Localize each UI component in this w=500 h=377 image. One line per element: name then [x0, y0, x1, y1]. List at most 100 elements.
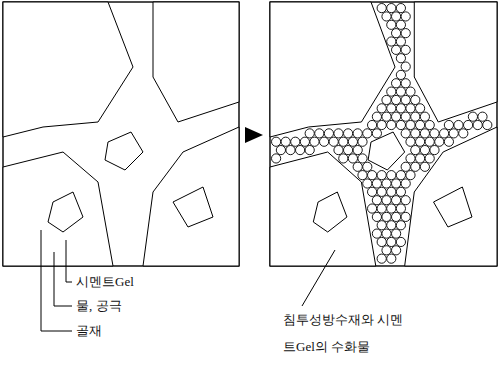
transition-arrow [245, 127, 263, 143]
hydrate-particle [392, 79, 401, 88]
hydrate-particle [377, 221, 386, 230]
aggregate-outline [143, 127, 239, 266]
aggregate-outline [414, 2, 497, 122]
hydrate-particle [392, 12, 401, 21]
hydrate-particle [406, 154, 415, 163]
hydrate-particle [483, 120, 492, 129]
hydrate-particle [401, 62, 410, 71]
hydrate-particle [368, 204, 377, 213]
concrete-before [3, 2, 239, 266]
aggregate-outline [270, 2, 395, 137]
hydrate-particle [420, 129, 429, 138]
hydrate-particle [348, 154, 357, 163]
hydrate-particle [406, 171, 415, 180]
leader-line [66, 240, 72, 282]
hydrate-particle [430, 145, 439, 154]
hydrate-particle [440, 129, 449, 138]
aggregate-outline [313, 192, 347, 232]
hydrate-particle [387, 204, 396, 213]
hydrate-particle [416, 104, 425, 113]
hydrate-particle [401, 12, 410, 21]
hydrate-particle [478, 112, 487, 121]
hydrate-particle [464, 120, 473, 129]
part-label: 시멘트Gel [76, 274, 134, 290]
hydrate-particle [348, 137, 357, 146]
hydrate-particle [339, 154, 348, 163]
hydrate-particle [363, 162, 372, 171]
hydrate-particle [416, 137, 425, 146]
hydrate-particle [387, 87, 396, 96]
hydrate-particle [272, 154, 281, 163]
part-label: 골재 [76, 323, 102, 339]
hydrate-particle [430, 129, 439, 138]
hydrate-particle [396, 120, 405, 129]
hydrate-particle [377, 237, 386, 246]
hydrate-particle [473, 120, 482, 129]
hydrate-particle [358, 154, 367, 163]
part-label: 침투성방수재와 시멘트Gel의 수화물 [283, 306, 408, 360]
aggregate-outline [153, 2, 239, 122]
hydrate-particle [425, 120, 434, 129]
hydrate-particle [396, 204, 405, 213]
hydrate-particle [406, 87, 415, 96]
part-label: 물, 공극 [76, 298, 122, 314]
hydrate-particle [334, 129, 343, 138]
hydrate-particle [392, 196, 401, 205]
aggregate-outline [48, 192, 83, 232]
hydrate-particle [382, 112, 391, 121]
hydrate-particle [276, 145, 285, 154]
hydrate-particle [411, 112, 420, 121]
hydrate-particle [396, 70, 405, 79]
hydrate-particle [396, 171, 405, 180]
hydrate-particle [377, 204, 386, 213]
aggregate-outline [3, 2, 133, 137]
hydrate-particle [401, 112, 410, 121]
hydrate-particle [444, 137, 453, 146]
hydrate-particle [320, 137, 329, 146]
hydrate-particle [392, 95, 401, 104]
hydrate-particle [368, 120, 377, 129]
hydrate-particle [305, 145, 314, 154]
hydrate-particle [420, 145, 429, 154]
hydrate-particle [377, 104, 386, 113]
hydrate-particle [353, 162, 362, 171]
hydrate-particle [396, 54, 405, 63]
hydrate-particle [420, 162, 429, 171]
hydrate-particle [382, 179, 391, 188]
hydrate-particle [392, 29, 401, 38]
hydrate-particle [392, 179, 401, 188]
hydrate-particle [454, 120, 463, 129]
hydrate-particle [401, 45, 410, 54]
hydrate-particle [416, 154, 425, 163]
hydrate-particle [396, 87, 405, 96]
hydrate-particle [368, 187, 377, 196]
panel-frame [270, 2, 497, 266]
hydrate-particle [468, 112, 477, 121]
hydrate-particle [377, 171, 386, 180]
hydrate-particle [396, 4, 405, 13]
hydrate-particle [411, 95, 420, 104]
hydrate-particle [372, 179, 381, 188]
hydrate-particle [286, 145, 295, 154]
hydrate-particle [368, 171, 377, 180]
hydrate-particle [387, 221, 396, 230]
aggregate-outline [434, 187, 472, 227]
hydrate-particle [358, 171, 367, 180]
hydrate-particle [444, 120, 453, 129]
hydrate-particle [363, 179, 372, 188]
hydrate-particle [382, 246, 391, 255]
hydrate-particle [387, 237, 396, 246]
hydrate-particle [387, 104, 396, 113]
hydrate-particle [416, 120, 425, 129]
aggregate-outline [3, 152, 113, 266]
hydrate-particle [392, 229, 401, 238]
hydrate-particle [387, 37, 396, 46]
hydrate-particle [387, 187, 396, 196]
hydrate-particle [401, 162, 410, 171]
hydrate-particle [449, 129, 458, 138]
hydrate-particle [377, 120, 386, 129]
hydrate-particle [329, 137, 338, 146]
hydrate-particle [372, 196, 381, 205]
hydrate-particle [396, 20, 405, 29]
